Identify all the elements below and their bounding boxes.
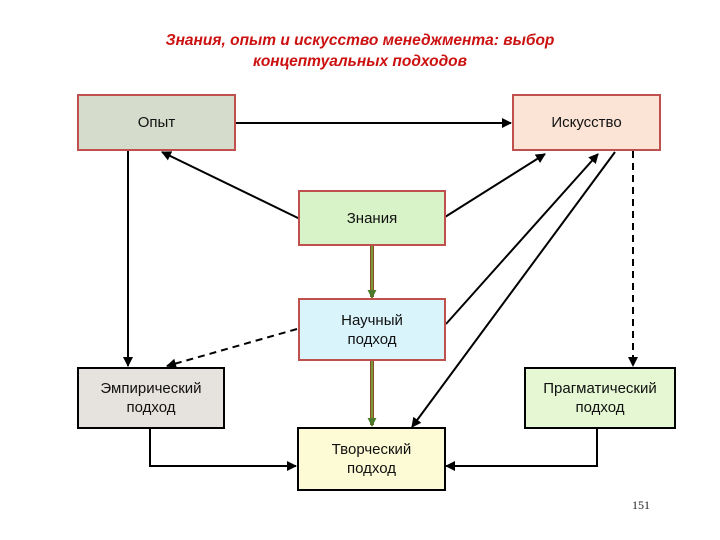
node-empiricheskiy-label-2: подход [126, 399, 176, 416]
node-nauchny-label-2: подход [347, 330, 397, 348]
node-empiricheskiy-label-1: Эмпирический [100, 380, 202, 397]
arrow-iskusstvo-to-tvorcheskiy [411, 151, 616, 428]
node-opyt-label: Опыт [137, 114, 176, 131]
arrow-znaniya-to-opyt [161, 151, 301, 220]
arrow-nauchny-to-empiricheskiy [166, 328, 298, 369]
node-nauchny: Научный подход [298, 298, 446, 361]
node-znaniya-label: Знания [346, 209, 398, 227]
arrow-empiricheskiy-to-tvorcheskiy [149, 429, 297, 471]
page-number: 151 [632, 498, 650, 512]
node-iskusstvo-label: Искусство [551, 114, 622, 131]
node-empiricheskiy: Эмпирический подход [77, 367, 225, 429]
node-tvorcheskiy: Творческий подход [297, 427, 446, 491]
arrow-pragmaticheskiy-to-tvorcheskiy [445, 429, 598, 471]
node-znaniya: Знания [298, 190, 446, 246]
arrow-znaniya-to-iskusstvo [444, 153, 546, 218]
title-line-2: концептуальных подходов [252, 53, 468, 70]
node-tvorcheskiy-label-1: Творческий [331, 441, 412, 458]
node-pragmaticheskiy-label-1: Прагматический [543, 380, 657, 397]
node-iskusstvo: Искусство [512, 94, 661, 151]
node-nauchny-label-1: Научный [341, 311, 403, 329]
arrow-nauchny-to-iskusstvo [445, 153, 599, 325]
node-pragmaticheskiy: Прагматический подход [524, 367, 676, 429]
title-line-1: Знания, опыт и искусство менеджмента: вы… [165, 32, 555, 49]
node-pragmaticheskiy-label-2: подход [575, 399, 625, 416]
diagram-title: Знания, опыт и искусство менеджмента: вы… [100, 30, 620, 72]
node-opyt: Опыт [77, 94, 236, 151]
node-tvorcheskiy-label-2: подход [347, 460, 396, 477]
